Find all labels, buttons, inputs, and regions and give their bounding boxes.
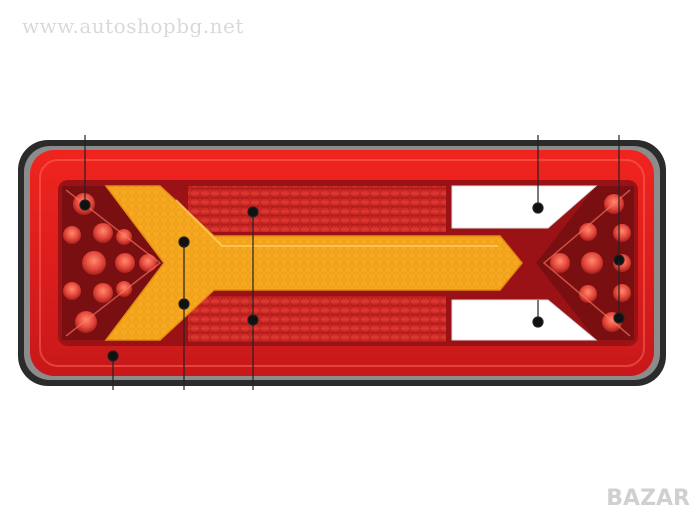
callout-dot [613,312,625,324]
reflector-strip-bottom [188,296,446,342]
callout-dot [247,206,259,218]
callout-dot [178,236,190,248]
stop-light-leds-left [62,186,168,340]
reverse-light-bottom [451,299,598,341]
callout-dot [532,202,544,214]
bazar-logo: BAZAR [606,486,690,511]
callout-dot [178,298,190,310]
callout-dot [79,199,91,211]
callout-markers [79,135,625,390]
watermark-text: www.autoshopbg.net [22,14,244,38]
callout-dot [107,350,119,362]
reflector-strip-top [188,186,446,232]
callout-dot [532,316,544,328]
callout-dot [247,314,259,326]
reverse-light-top [451,185,598,229]
